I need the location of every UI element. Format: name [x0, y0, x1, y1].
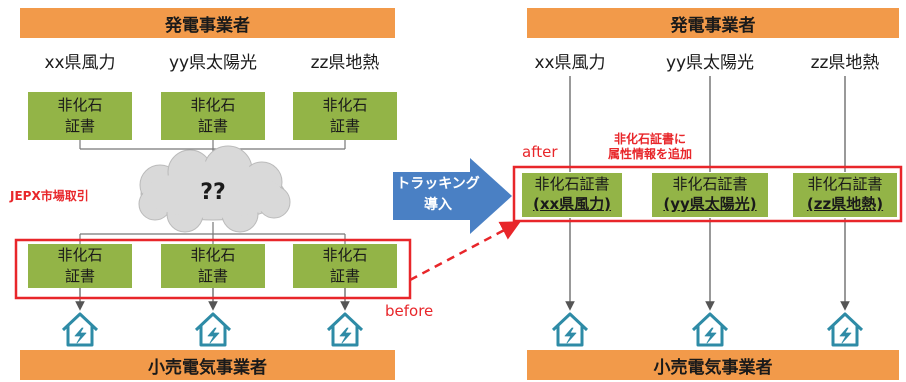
cert-line1: 非化石	[190, 96, 236, 114]
left-top-cert-2: 非化石 証書	[161, 92, 265, 140]
left-bottom-bar-label: 小売電気事業者	[148, 357, 267, 378]
left-bottom-bar: 小売電気事業者	[20, 350, 395, 380]
cert-line2: 証書	[197, 267, 228, 285]
cloud-text: ??	[200, 180, 226, 205]
after-label: after	[522, 143, 558, 161]
right-bottom-bar: 小売電気事業者	[527, 350, 899, 380]
tracking-arrow-label: トラッキング 導入	[393, 174, 483, 216]
left-source-wind: xx県風力	[44, 53, 116, 73]
cert-line2: 証書	[329, 267, 360, 285]
cert-line1: 非化石	[57, 246, 103, 264]
house-icons	[61, 312, 864, 347]
dashed-connector	[409, 221, 521, 282]
attribute-note-line2: 属性情報を追加	[607, 147, 692, 161]
right-top-bar-label: 発電事業者	[670, 15, 756, 36]
left-source-solar: yy県太陽光	[168, 53, 258, 73]
right-top-bar: 発電事業者	[527, 8, 899, 38]
left-top-cert-1: 非化石 証書	[28, 92, 132, 140]
left-top-cert-3: 非化石 証書	[293, 92, 397, 140]
tracking-arrow-line2: 導入	[424, 197, 452, 213]
cert-line2: 証書	[64, 267, 95, 285]
cert-line1: 非化石	[322, 246, 368, 264]
right-cert-geothermal: 非化石証書 (zz県地熱)	[793, 173, 897, 217]
cert-line1: 非化石	[57, 96, 103, 114]
cert-name: 非化石証書	[672, 175, 748, 193]
right-source-solar: yy県太陽光	[665, 53, 755, 73]
tracking-arrow-line1: トラッキング	[396, 176, 480, 192]
before-label: before	[385, 302, 434, 320]
cert-line2: 証書	[329, 117, 360, 135]
right-source-geothermal: zz県地熱	[810, 53, 880, 73]
attribute-note-line1: 非化石証書に	[613, 132, 686, 146]
left-bottom-cert-3: 非化石 証書	[293, 244, 397, 288]
cert-name: 非化石証書	[534, 175, 610, 193]
right-source-wind: xx県風力	[534, 53, 606, 73]
right-cert-solar: 非化石証書 (yy県太陽光)	[652, 173, 768, 217]
right-bottom-bar-label: 小売電気事業者	[653, 357, 773, 378]
left-source-geothermal: zz県地熱	[310, 53, 380, 73]
cert-attribute: (xx県風力)	[532, 195, 612, 213]
right-down-arrows	[565, 76, 850, 311]
left-bottom-cert-2: 非化石 証書	[161, 244, 265, 288]
before-highlight-box	[14, 238, 412, 300]
left-bottom-cert-1: 非化石 証書	[28, 244, 132, 288]
cert-line2: 証書	[64, 117, 95, 135]
after-highlight-box	[512, 165, 903, 223]
cert-name: 非化石証書	[807, 175, 883, 193]
left-top-bar-label: 発電事業者	[165, 15, 250, 36]
cert-attribute: (zz県地熱)	[806, 195, 884, 213]
cert-attribute: (yy県太陽光)	[663, 195, 757, 213]
cert-line2: 証書	[197, 117, 228, 135]
left-top-bar: 発電事業者	[20, 8, 395, 38]
attribute-note: 非化石証書に 属性情報を追加	[585, 132, 715, 162]
tracking-arrow-shape	[393, 158, 512, 234]
cert-line1: 非化石	[190, 246, 236, 264]
cert-line1: 非化石	[322, 96, 368, 114]
left-split-lines	[79, 222, 346, 244]
right-cert-wind: 非化石証書 (xx県風力)	[522, 173, 622, 217]
market-label: JEPX市場取引	[10, 189, 89, 203]
